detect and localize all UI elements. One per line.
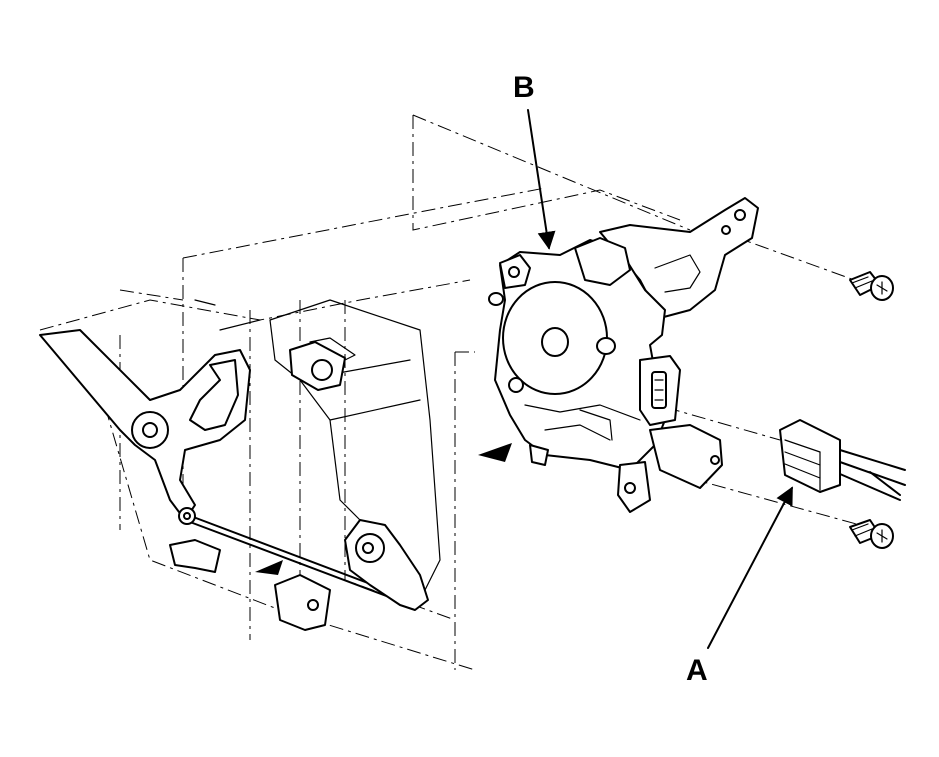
screw-upper bbox=[849, 271, 894, 301]
rod-direction-arrow bbox=[255, 560, 283, 575]
actuator-motor bbox=[488, 197, 759, 513]
pivot-boss bbox=[289, 337, 356, 391]
leader-arrow-b bbox=[527, 109, 556, 250]
actuator-insert-arrow bbox=[478, 443, 512, 462]
leader-arrow-a bbox=[707, 486, 793, 649]
output-cam bbox=[344, 519, 429, 611]
screw-lower bbox=[849, 519, 894, 549]
callout-label-a: A bbox=[686, 654, 708, 687]
door-lever bbox=[39, 329, 251, 521]
wire-harness-connector bbox=[779, 419, 906, 501]
callout-label-b: B bbox=[513, 71, 535, 104]
small-clips bbox=[169, 539, 331, 631]
housing-phantom-lines bbox=[39, 114, 861, 671]
